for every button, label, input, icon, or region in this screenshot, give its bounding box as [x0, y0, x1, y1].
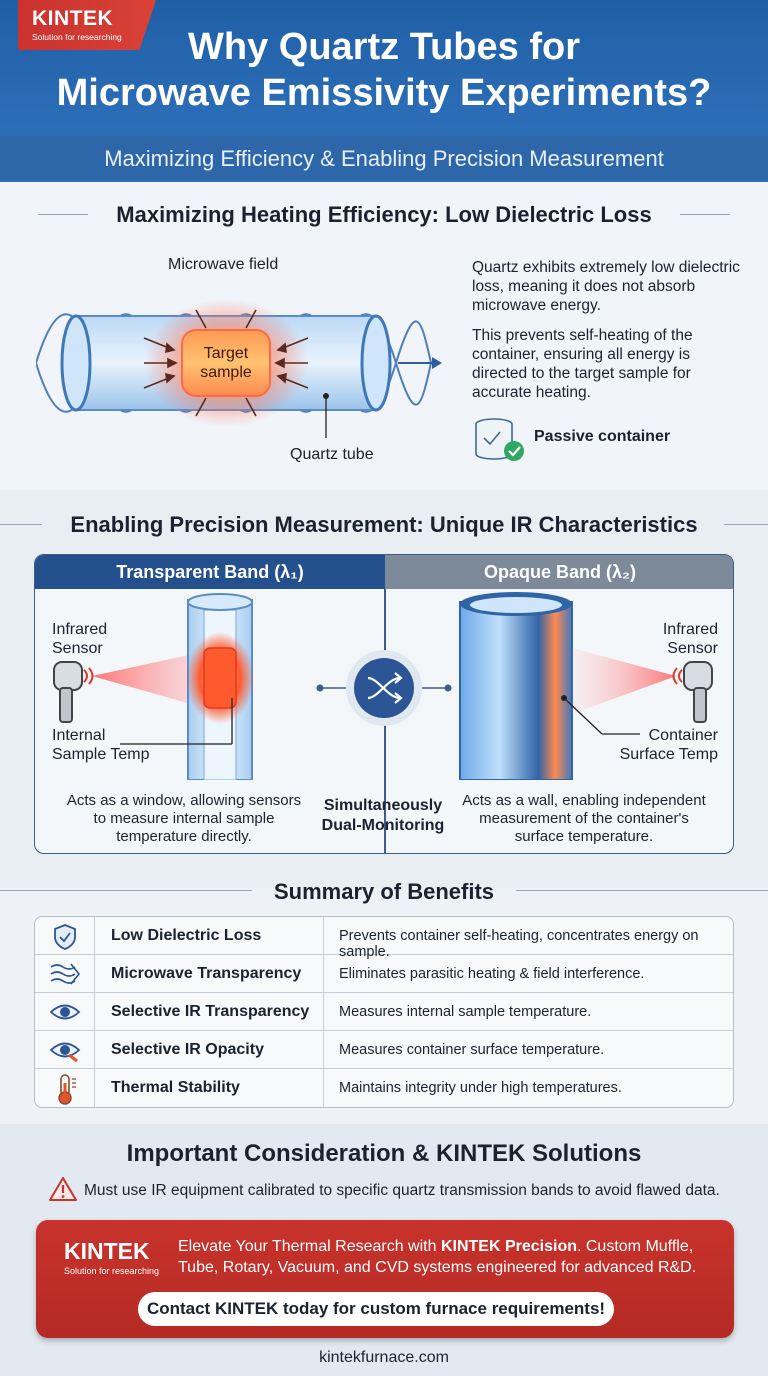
benefit-desc: Maintains integrity under high temperatu… [339, 1080, 622, 1096]
footer-url[interactable]: kintekfurnace.com [319, 1349, 449, 1366]
caption-left-line: temperature directly. [116, 828, 252, 845]
divider [0, 524, 42, 525]
dual-monitoring-label: Simultaneously Dual-Monitoring [318, 796, 448, 836]
target-line: Target [203, 345, 249, 362]
divider [724, 524, 768, 525]
infrared-sensor-left-icon [53, 661, 94, 723]
dual-monitoring-icon [367, 672, 403, 704]
quartz-tube-label: Quartz tube [290, 446, 374, 463]
brand-logo: KINTEK Solution for researching [18, 0, 156, 50]
cta-brand-name: KINTEK [64, 1238, 150, 1264]
infrared-sensor-right-icon [672, 661, 713, 723]
table-row: Selective IR Transparency Measures inter… [35, 993, 733, 1031]
shield-icon [35, 917, 95, 955]
transparent-band-header: Transparent Band (λ₁) [35, 555, 385, 589]
infrared-sensor-left-label: Infrared Sensor [52, 620, 107, 658]
cta-text-post: . Custom Muffle, Tube, Rotary, Vacuum, a… [178, 1238, 697, 1276]
dual-line2: Dual-Monitoring [321, 817, 445, 834]
table-row: Thermal Stability Maintains integrity un… [35, 1069, 733, 1107]
caption-right-line: surface temperature. [514, 828, 654, 845]
contact-button[interactable]: Contact KINTEK today for custom furnace … [138, 1292, 614, 1326]
table-row: Low Dielectric Loss Prevents container s… [35, 917, 733, 960]
efficiency-paragraph-1: Quartz exhibits extremely low dielectric… [472, 259, 740, 314]
sample-line: sample [200, 364, 252, 381]
internal-line1: Internal [52, 727, 106, 744]
section-heading-measurement: Enabling Precision Measurement: Unique I… [70, 512, 698, 537]
ir-characteristics-card: Transparent Band (λ₁) Opaque Band (λ₂) [34, 554, 734, 854]
wave-icon [35, 955, 95, 993]
sensor-right-line2: Sensor [667, 640, 718, 657]
internal-line2: Sample Temp [52, 746, 150, 763]
eye-icon [35, 993, 95, 1031]
title-line-2: Microwave Emissivity Experiments? [56, 72, 712, 114]
opaque-band-caption: Acts as a wall, enabling independent mea… [444, 792, 724, 846]
brand-tagline: Solution for researching [32, 32, 122, 42]
quartz-tube-diagram [36, 299, 442, 438]
container-check-icon [475, 418, 524, 461]
thermometer-icon [35, 1069, 95, 1107]
cta-text: Elevate Your Thermal Research with KINTE… [178, 1236, 718, 1278]
benefit-desc: Prevents container self-heating, concent… [339, 928, 699, 960]
target-sample-label: Target sample [182, 344, 270, 382]
page-subtitle: Maximizing Efficiency & Enabling Precisi… [104, 146, 664, 171]
section-heading-solutions: Important Consideration & KINTEK Solutio… [126, 1140, 642, 1167]
benefits-table: Low Dielectric Loss Prevents container s… [34, 916, 734, 1108]
microwave-field-label: Microwave field [168, 256, 279, 273]
container-surface-temp-label: Container Surface Temp [610, 726, 718, 764]
benefit-desc: Measures internal sample temperature. [339, 1004, 592, 1020]
table-row: Microwave Transparency Eliminates parasi… [35, 955, 733, 993]
caption-left-line: Acts as a window, allowing sensors [66, 792, 302, 809]
efficiency-paragraph-2: This prevents self-heating of the contai… [472, 327, 693, 401]
benefit-name: Thermal Stability [111, 1079, 240, 1096]
caption-left-line: to measure internal sample [93, 810, 275, 827]
brand-name: KINTEK [32, 7, 114, 30]
opaque-band-header: Opaque Band (λ₂) [385, 555, 733, 589]
divider [680, 214, 730, 215]
sensor-left-line1: Infrared [52, 621, 108, 638]
benefit-name: Microwave Transparency [111, 965, 302, 982]
table-row: Selective IR Opacity Measures container … [35, 1031, 733, 1069]
cta-text-pre: Elevate Your Thermal Research with [178, 1238, 441, 1255]
page-title: Why Quartz Tubes for Microwave Emissivit… [0, 24, 768, 116]
divider [38, 214, 88, 215]
section-heading-efficiency: Maximizing Heating Efficiency: Low Diele… [116, 202, 652, 227]
ir-diagram [53, 592, 713, 780]
cta-brand-tagline: Solution for researching [64, 1266, 160, 1276]
title-line-1: Why Quartz Tubes for [188, 26, 580, 68]
caption-right-line: measurement of the container's [479, 810, 689, 827]
sensor-right-line1: Infrared [662, 621, 718, 638]
sensor-left-line2: Sensor [52, 640, 103, 657]
benefit-name: Selective IR Opacity [111, 1041, 264, 1058]
divider [0, 890, 252, 891]
surface-line2: Surface Temp [619, 746, 718, 763]
benefit-name: Low Dielectric Loss [111, 927, 262, 944]
section-heading-benefits: Summary of Benefits [273, 879, 495, 904]
divider [516, 890, 768, 891]
infrared-sensor-right-label: Infrared Sensor [660, 620, 718, 658]
benefit-name: Selective IR Transparency [111, 1003, 310, 1020]
surface-line1: Container [648, 727, 718, 744]
benefit-desc: Eliminates parasitic heating & field int… [339, 966, 645, 982]
eye-blocked-icon [35, 1031, 95, 1069]
warning-icon [49, 1177, 77, 1201]
benefit-desc: Measures container surface temperature. [339, 1042, 605, 1058]
cta-text-bold: KINTEK Precision [440, 1238, 577, 1255]
passive-container-label: Passive container [534, 428, 671, 445]
warning-text: Must use IR equipment calibrated to spec… [84, 1182, 720, 1199]
dual-line1: Simultaneously [323, 797, 443, 814]
cta-banner: KINTEK Solution for researching Elevate … [36, 1220, 734, 1338]
column-divider [323, 917, 324, 1107]
transparent-band-caption: Acts as a window, allowing sensors to me… [44, 792, 324, 846]
caption-right-line: Acts as a wall, enabling independent [462, 792, 706, 809]
internal-sample-temp-label: Internal Sample Temp [52, 726, 150, 764]
subtitle-band [0, 136, 768, 180]
